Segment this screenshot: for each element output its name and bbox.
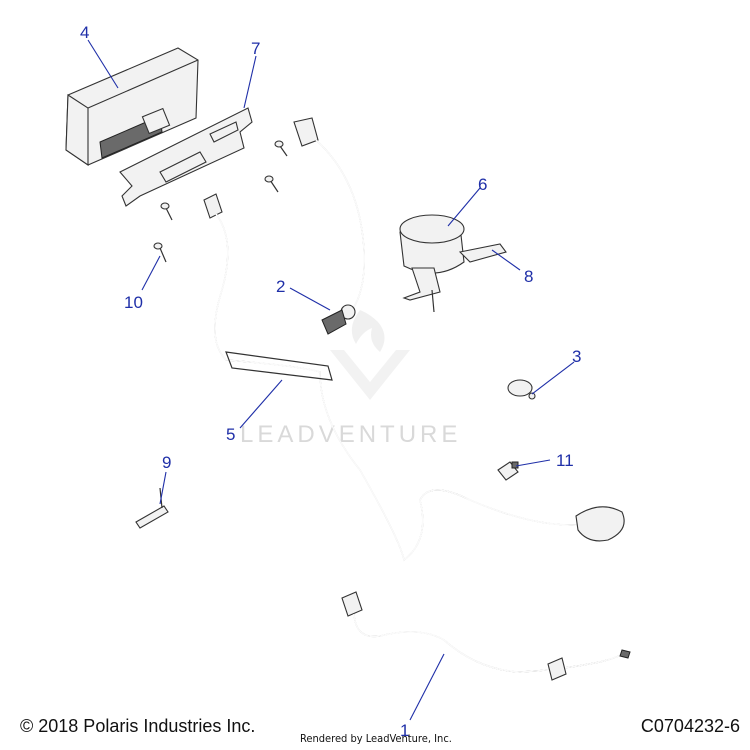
watermark-logo-icon <box>330 310 410 400</box>
horn-bracket-part <box>458 243 507 263</box>
hose-clamp-part <box>507 379 536 400</box>
leader-line-9 <box>159 471 167 505</box>
display-unit-part <box>65 47 199 167</box>
leader-line-3 <box>531 361 575 395</box>
rendered-by-credit: Rendered by LeadVenture, Inc. <box>300 732 452 745</box>
callout-4: 4 <box>80 23 89 42</box>
leader-line-7 <box>243 55 257 109</box>
callout-6: 6 <box>478 175 487 194</box>
callout-11: 11 <box>556 451 574 470</box>
callout-5: 5 <box>226 425 235 444</box>
leader-line-2 <box>289 287 331 311</box>
screw-part-a <box>153 242 167 263</box>
drawing-code: C0704232-6 <box>640 716 740 736</box>
callout-7: 7 <box>251 39 260 58</box>
switch-part <box>497 461 519 481</box>
screw-part-d <box>264 175 279 193</box>
lower-harness-part <box>341 591 631 681</box>
callout-10: 10 <box>124 293 143 312</box>
sensor-lead-part <box>293 117 366 335</box>
callout-2: 2 <box>276 277 285 296</box>
screw-part-c <box>274 140 288 157</box>
leader-line-8 <box>491 249 521 271</box>
leader-line-10 <box>141 255 161 291</box>
leader-line-11 <box>515 459 551 467</box>
watermark-text: LEADVENTURE <box>240 421 461 448</box>
leader-line-5 <box>239 379 283 429</box>
callout-8: 8 <box>524 267 533 286</box>
wire-harness-part <box>203 193 625 562</box>
screw-part-b <box>160 202 173 221</box>
callout-9: 9 <box>162 453 171 472</box>
fuse-clip-part <box>135 487 169 529</box>
leader-line-4 <box>87 39 119 89</box>
leader-line-1 <box>409 653 445 721</box>
leader-line-6 <box>447 187 481 227</box>
horn-part <box>399 214 465 313</box>
callout-3: 3 <box>572 347 581 366</box>
copyright-notice: © 2018 Polaris Industries Inc. <box>20 716 256 736</box>
callout-1: 1 <box>400 721 409 740</box>
mounting-bracket-part <box>119 107 253 207</box>
